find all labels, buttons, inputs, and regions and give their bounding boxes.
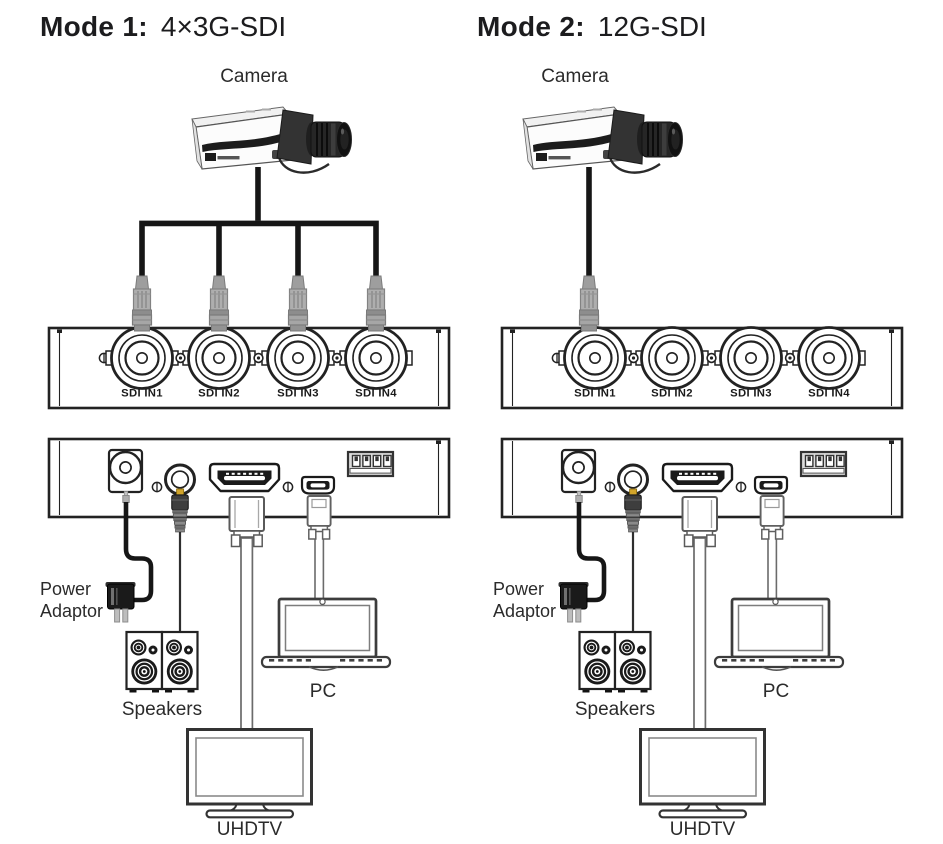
power-adaptor-label: Power Adaptor <box>40 578 103 622</box>
usb-cable <box>759 495 785 601</box>
mode-1-title: Mode 1: 4×3G-SDI <box>40 11 286 43</box>
power-adaptor-label-line1: Power <box>493 579 545 599</box>
mode-2-title-bold: Mode 2: <box>477 11 585 42</box>
bnc-plug <box>578 275 600 332</box>
mode-1-title-rest: 4×3G-SDI <box>160 11 287 42</box>
sdi-splitter-cable <box>131 167 387 332</box>
mode-2-graphics: SDI IN1 SDI IN2 SDI IN3 SDI IN4 <box>453 105 923 819</box>
power-adaptor-label-line2: Adaptor <box>493 601 557 621</box>
uhdtv-illustration <box>639 728 766 819</box>
pc-illustration <box>260 597 392 672</box>
sdi-port-label: SDI IN3 <box>730 388 772 400</box>
sdi-port-label: SDI IN1 <box>574 388 616 400</box>
bnc-plug <box>365 275 387 332</box>
speakers-label: Speakers <box>121 699 203 720</box>
mode-1-title-bold: Mode 1: <box>40 11 148 42</box>
uhdtv-illustration <box>186 728 313 819</box>
power-adaptor-label-line1: Power <box>40 579 92 599</box>
bnc-plug <box>287 275 309 332</box>
hdmi-cable <box>681 496 718 732</box>
hdmi-cable <box>228 496 265 732</box>
pc-label: PC <box>762 681 790 702</box>
sdi-port-label: SDI IN4 <box>808 388 850 400</box>
optical-audio-cable <box>170 487 190 635</box>
pc-label: PC <box>309 681 337 702</box>
sdi-port-label: SDI IN2 <box>198 388 240 400</box>
speakers-illustration <box>578 630 652 694</box>
sdi-port-label: SDI IN4 <box>355 388 397 400</box>
power-adaptor-label: Power Adaptor <box>493 578 556 622</box>
camera-illustration <box>190 105 353 174</box>
mode-2-diagram: Mode 2: 12G-SDI SDI IN1 SDI IN2 SDI IN3 S… <box>453 0 923 844</box>
mode-1-graphics: SDI IN1 SDI IN2 SDI IN3 SDI IN4 <box>0 105 470 819</box>
usb-cable <box>306 495 332 601</box>
bnc-plug <box>131 275 153 332</box>
camera-label: Camera <box>220 66 288 87</box>
mode-2-title: Mode 2: 12G-SDI <box>477 11 707 43</box>
sdi-port-label: SDI IN3 <box>277 388 319 400</box>
power-adaptor-label-line2: Adaptor <box>40 601 104 621</box>
bnc-plug <box>208 275 230 332</box>
camera-illustration <box>521 105 684 174</box>
pc-illustration <box>713 597 845 672</box>
sdi-port-label: SDI IN2 <box>651 388 693 400</box>
optical-audio-cable <box>623 487 643 635</box>
speakers-illustration <box>125 630 199 694</box>
camera-label: Camera <box>541 66 609 87</box>
sdi-port-label: SDI IN1 <box>121 388 163 400</box>
mode-2-title-rest: 12G-SDI <box>597 11 707 42</box>
sdi-single-cable <box>578 167 600 332</box>
mode-1-diagram: Mode 1: 4×3G-SDI SDI IN1 SDI IN2 SDI IN3 … <box>0 0 470 844</box>
uhdtv-label: UHDTV <box>669 819 736 840</box>
speakers-label: Speakers <box>574 699 656 720</box>
uhdtv-label: UHDTV <box>216 819 283 840</box>
